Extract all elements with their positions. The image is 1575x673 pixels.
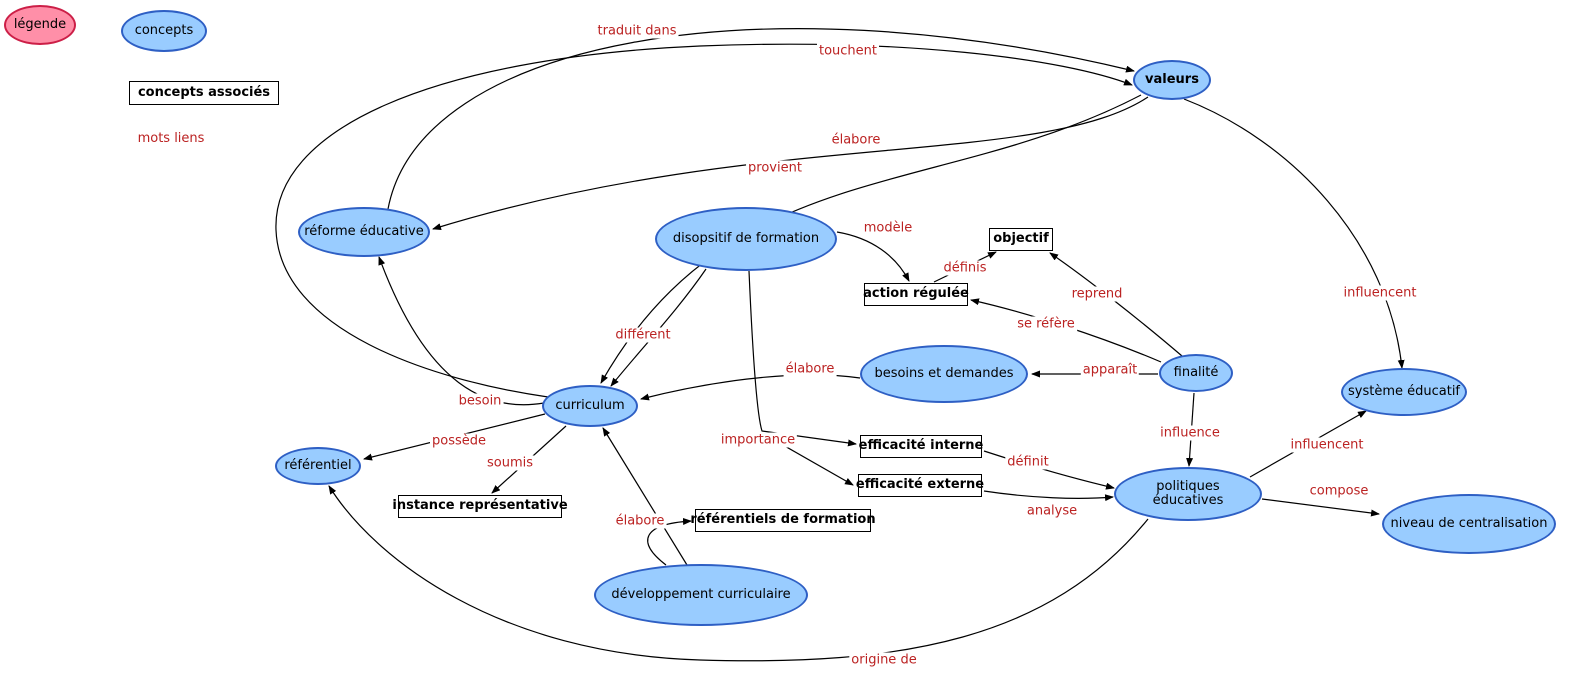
link-word-soumis[interactable]: soumis xyxy=(484,455,536,471)
link-word-apparait[interactable]: apparaît xyxy=(1080,362,1140,378)
link-word-importance-interne[interactable]: importance xyxy=(718,432,798,448)
node-referentiels-formation[interactable]: référentiels de formation xyxy=(690,508,876,532)
link-word-compose[interactable]: compose xyxy=(1307,483,1371,499)
node-action-regulee[interactable]: action régulée xyxy=(863,282,969,306)
node-mots-liens: mots liens xyxy=(137,130,205,146)
node-efficacite-externe[interactable]: efficacité externe xyxy=(856,473,984,497)
edge-definit xyxy=(983,450,1115,490)
node-niveau-centralisation[interactable]: niveau de centralisation xyxy=(1382,494,1556,554)
link-word-elabore-curriculum[interactable]: élabore xyxy=(783,361,837,377)
node-instance-representative[interactable]: instance représentative xyxy=(392,494,568,518)
node-dispositif-formation[interactable]: disopsitif de formation xyxy=(655,207,837,271)
edge-analyse xyxy=(983,490,1114,502)
link-word-touchent[interactable]: touchent xyxy=(816,43,880,59)
edge-origine-de xyxy=(328,485,1149,662)
edge-importance-interne xyxy=(748,270,857,447)
link-word-traduit-dans[interactable]: traduit dans xyxy=(595,23,679,39)
link-word-modele[interactable]: modèle xyxy=(861,220,915,236)
link-word-influencent-politiques[interactable]: influencent xyxy=(1288,437,1366,453)
edge-developpement-vers-curriculum xyxy=(602,427,688,566)
node-besoins-demandes[interactable]: besoins et demandes xyxy=(860,345,1028,403)
edge-provient xyxy=(600,94,1142,384)
link-word-analyse[interactable]: analyse xyxy=(1024,503,1080,519)
edge-modele xyxy=(836,231,910,282)
link-word-elabore-referentiels[interactable]: élabore xyxy=(613,513,667,529)
edge-compose xyxy=(1261,498,1380,517)
edge-influencent-systeme xyxy=(1183,98,1405,369)
link-word-definis[interactable]: définis xyxy=(941,260,989,276)
node-systeme-educatif[interactable]: système éducatif xyxy=(1341,368,1467,416)
edge-elabore-referentiels xyxy=(647,517,692,566)
node-efficacite-interne[interactable]: efficacité interne xyxy=(859,434,983,458)
link-word-influence[interactable]: influence xyxy=(1158,425,1222,441)
node-concepts[interactable]: concepts xyxy=(121,10,207,52)
node-objectif[interactable]: objectif xyxy=(989,227,1053,251)
node-legende[interactable]: légende xyxy=(4,5,76,45)
node-politiques-educatives[interactable]: politiques éducatives xyxy=(1114,467,1262,521)
link-word-se-refere[interactable]: se réfère xyxy=(1015,316,1077,332)
node-curriculum[interactable]: curriculum xyxy=(542,385,638,427)
link-word-different[interactable]: différent xyxy=(613,327,673,343)
edge-besoin xyxy=(378,256,545,406)
link-word-besoin[interactable]: besoin xyxy=(456,393,504,409)
link-word-reprend[interactable]: reprend xyxy=(1069,286,1125,302)
node-valeurs[interactable]: valeurs xyxy=(1133,60,1211,100)
node-concepts-associes[interactable]: concepts associés xyxy=(129,81,279,105)
link-word-influencent-systeme[interactable]: influencent xyxy=(1341,285,1419,301)
link-word-provient[interactable]: provient xyxy=(746,160,804,176)
node-reforme-educative[interactable]: réforme éducative xyxy=(298,207,430,257)
edge-elabore-curriculum xyxy=(640,374,861,401)
edge-touchent xyxy=(275,43,1133,398)
link-word-definit[interactable]: définit xyxy=(1005,454,1051,470)
node-developpement-curriculaire[interactable]: développement curriculaire xyxy=(594,564,808,626)
node-finalite[interactable]: finalité xyxy=(1159,354,1233,392)
edge-elabore-reforme xyxy=(432,96,1149,230)
link-word-elabore-reforme[interactable]: élabore xyxy=(829,132,883,148)
edge-traduit-dans xyxy=(387,28,1135,210)
node-referentiel[interactable]: référentiel xyxy=(275,447,361,485)
link-word-origine-de[interactable]: origine de xyxy=(849,652,919,668)
link-word-possede[interactable]: possède xyxy=(430,433,488,449)
edge-reprend xyxy=(1049,252,1183,357)
